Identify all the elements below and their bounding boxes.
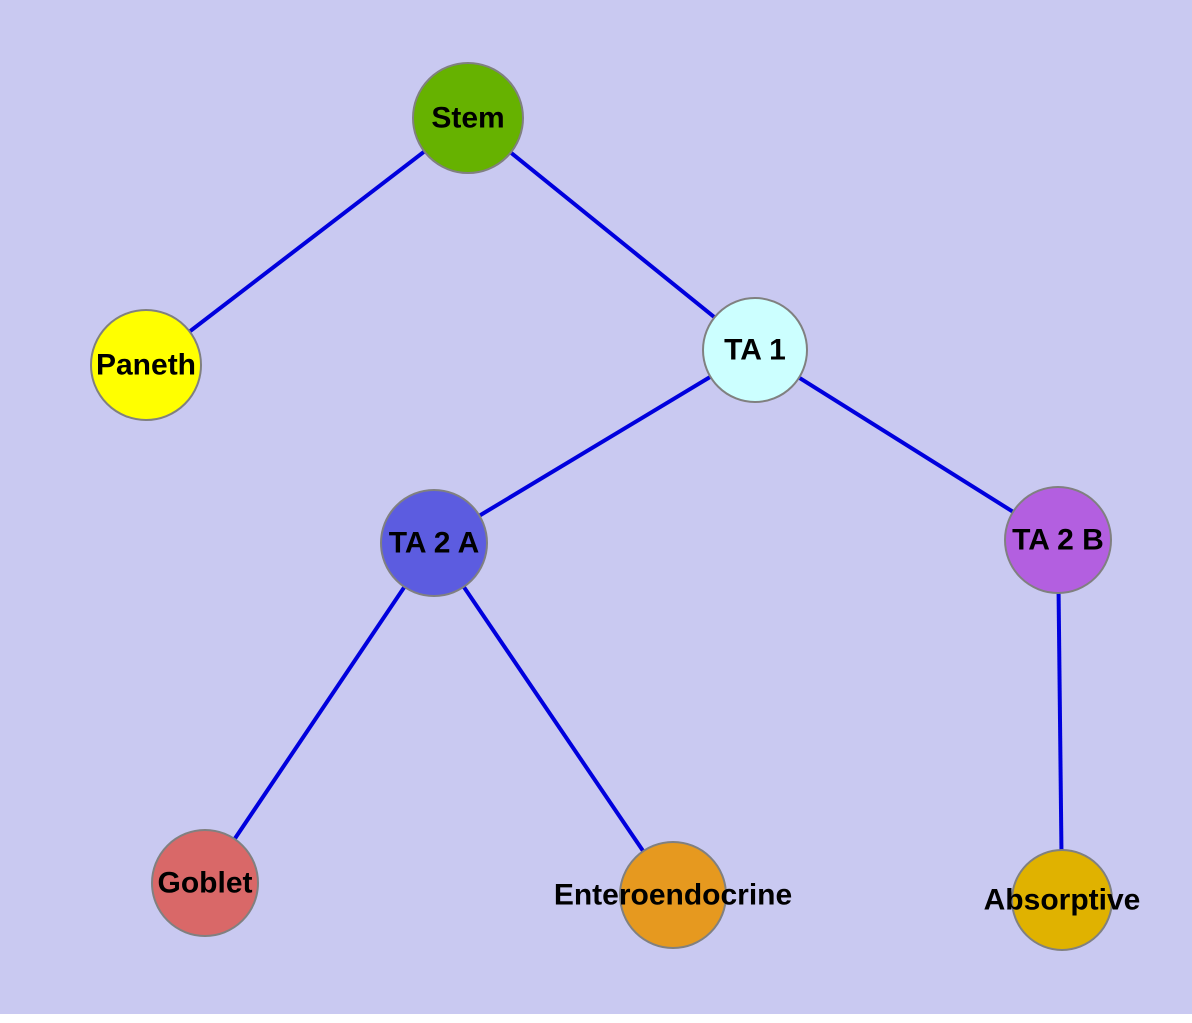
node-enteroendocrine[interactable]: Enteroendocrine [554,841,792,949]
edge-ta-1-ta-2-b[interactable] [753,348,1060,542]
node-circle-absorptive[interactable] [1011,849,1113,951]
node-circle-ta-2-b[interactable] [1004,486,1112,594]
edge-stem-ta-1[interactable] [466,116,757,352]
node-stem[interactable]: Stem [412,62,524,174]
edge-ta-2-a-enteroendocrine[interactable] [432,541,675,897]
node-ta-2-a[interactable]: TA 2 A [380,489,488,597]
node-paneth[interactable]: Paneth [90,309,202,421]
node-circle-enteroendocrine[interactable] [619,841,727,949]
node-ta-1[interactable]: TA 1 [702,297,808,403]
edge-ta-2-b-absorptive[interactable] [1056,539,1064,901]
node-circle-stem[interactable] [412,62,524,174]
node-goblet[interactable]: Goblet [151,829,259,937]
edge-ta-2-a-goblet[interactable] [203,541,436,885]
node-absorptive[interactable]: Absorptive [984,849,1141,951]
node-circle-goblet[interactable] [151,829,259,937]
edge-ta-1-ta-2-a[interactable] [432,348,757,545]
node-circle-ta-2-a[interactable] [380,489,488,597]
node-ta-2-b[interactable]: TA 2 B [1004,486,1112,594]
node-circle-paneth[interactable] [90,309,202,421]
edge-stem-paneth[interactable] [144,116,470,367]
node-circle-ta-1[interactable] [702,297,808,403]
